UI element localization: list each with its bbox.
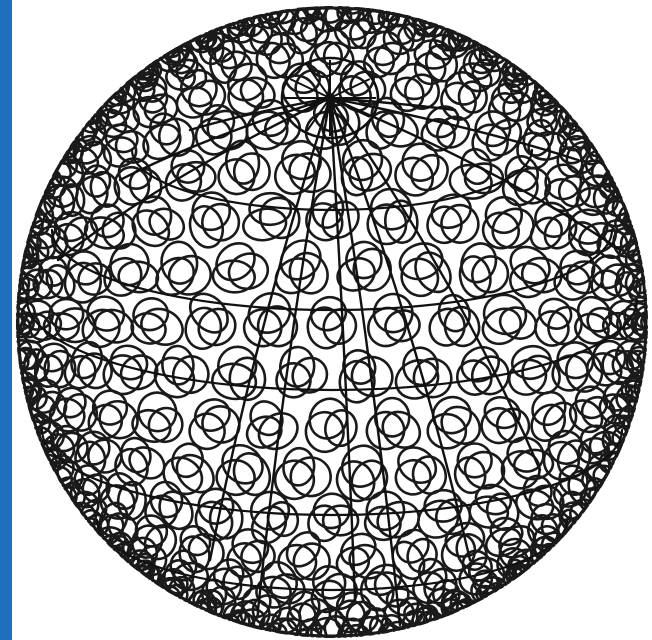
ring	[215, 437, 270, 491]
ring	[282, 447, 316, 487]
ring	[373, 497, 424, 543]
ring	[371, 39, 413, 79]
pole-point	[325, 93, 335, 103]
ring	[506, 544, 543, 581]
latitude-line	[132, 150, 532, 210]
ring	[375, 398, 409, 436]
ring	[401, 142, 440, 183]
ring	[456, 238, 502, 288]
ring	[66, 337, 107, 383]
ring	[502, 153, 541, 194]
ring	[390, 524, 435, 569]
ring	[509, 262, 547, 298]
ring	[212, 259, 256, 294]
pole-hub	[282, 58, 378, 138]
ring	[183, 74, 232, 121]
